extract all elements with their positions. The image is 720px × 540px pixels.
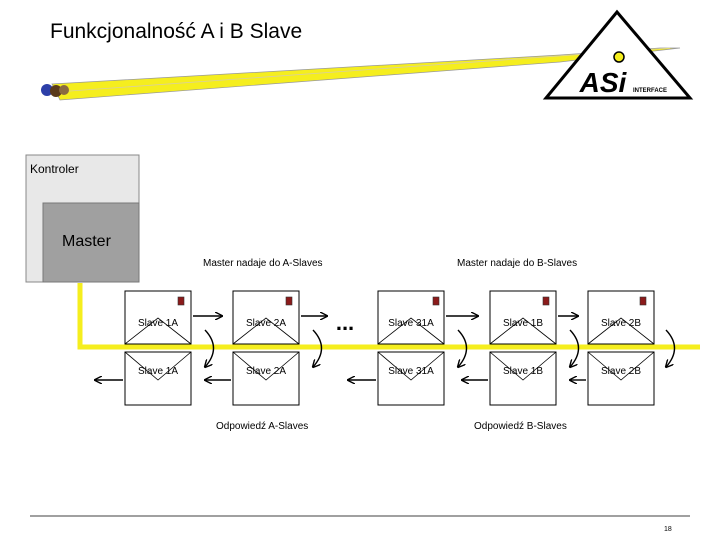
controller-label: Kontroler — [30, 162, 79, 176]
slave-2a-top-envelope — [232, 290, 300, 345]
reply-a-label: Odpowiedź A-Slaves — [216, 421, 309, 432]
slave-label-bottom: Slave 2B — [600, 366, 642, 377]
flat-cable — [51, 47, 681, 101]
slave-1b-top-envelope — [489, 290, 557, 345]
slave-label-top: Slave 2B — [600, 318, 642, 329]
bus-line — [77, 283, 700, 350]
slave-label-top: Slave 1A — [137, 318, 179, 329]
turn-arrows — [205, 329, 676, 367]
asi-logo: ASi INTERFACE — [542, 9, 694, 100]
slave-1a-bottom-envelope — [124, 351, 192, 406]
slave-31a-top-envelope — [377, 290, 445, 345]
master-to-b-label: Master nadaje do B-Slaves — [457, 258, 578, 269]
slave-1b-bottom-envelope — [489, 351, 557, 406]
connector-blue-icon — [41, 84, 53, 96]
connector-tan-icon — [59, 85, 69, 95]
reply-b-label: Odpowiedź B-Slaves — [474, 421, 567, 432]
slave-31a-bottom-envelope — [377, 351, 445, 406]
slave-2b-top-envelope — [587, 290, 655, 345]
slave-2a-bottom-envelope — [232, 351, 300, 406]
slave-1a-top-envelope — [124, 290, 192, 345]
slave-label-bottom: Slave 1B — [502, 366, 544, 377]
ellipsis: ... — [336, 310, 354, 335]
slave-label-bottom: Slave 1A — [137, 366, 179, 377]
slave-label-bottom: Slave 31A — [388, 366, 434, 377]
slave-label-top: Slave 1B — [502, 318, 544, 329]
connector-brown-icon — [50, 85, 62, 97]
logo-subtext: INTERFACE — [633, 88, 667, 94]
slave-2b-bottom-envelope — [587, 351, 655, 406]
slave-label-bottom: Slave 2A — [245, 366, 287, 377]
slave-label-top: Slave 31A — [388, 318, 434, 329]
page-number: 18 — [664, 526, 672, 533]
slave-label-top: Slave 2A — [245, 318, 287, 329]
page-title: Funkcjonalność A i B Slave — [50, 20, 303, 43]
master-box — [42, 202, 140, 283]
master-to-a-label: Master nadaje do A-Slaves — [203, 258, 323, 269]
logo-text: ASi — [579, 67, 628, 98]
master-label: Master — [62, 233, 111, 250]
envelope-row-top — [124, 290, 655, 345]
envelope-row-bottom — [124, 351, 655, 406]
